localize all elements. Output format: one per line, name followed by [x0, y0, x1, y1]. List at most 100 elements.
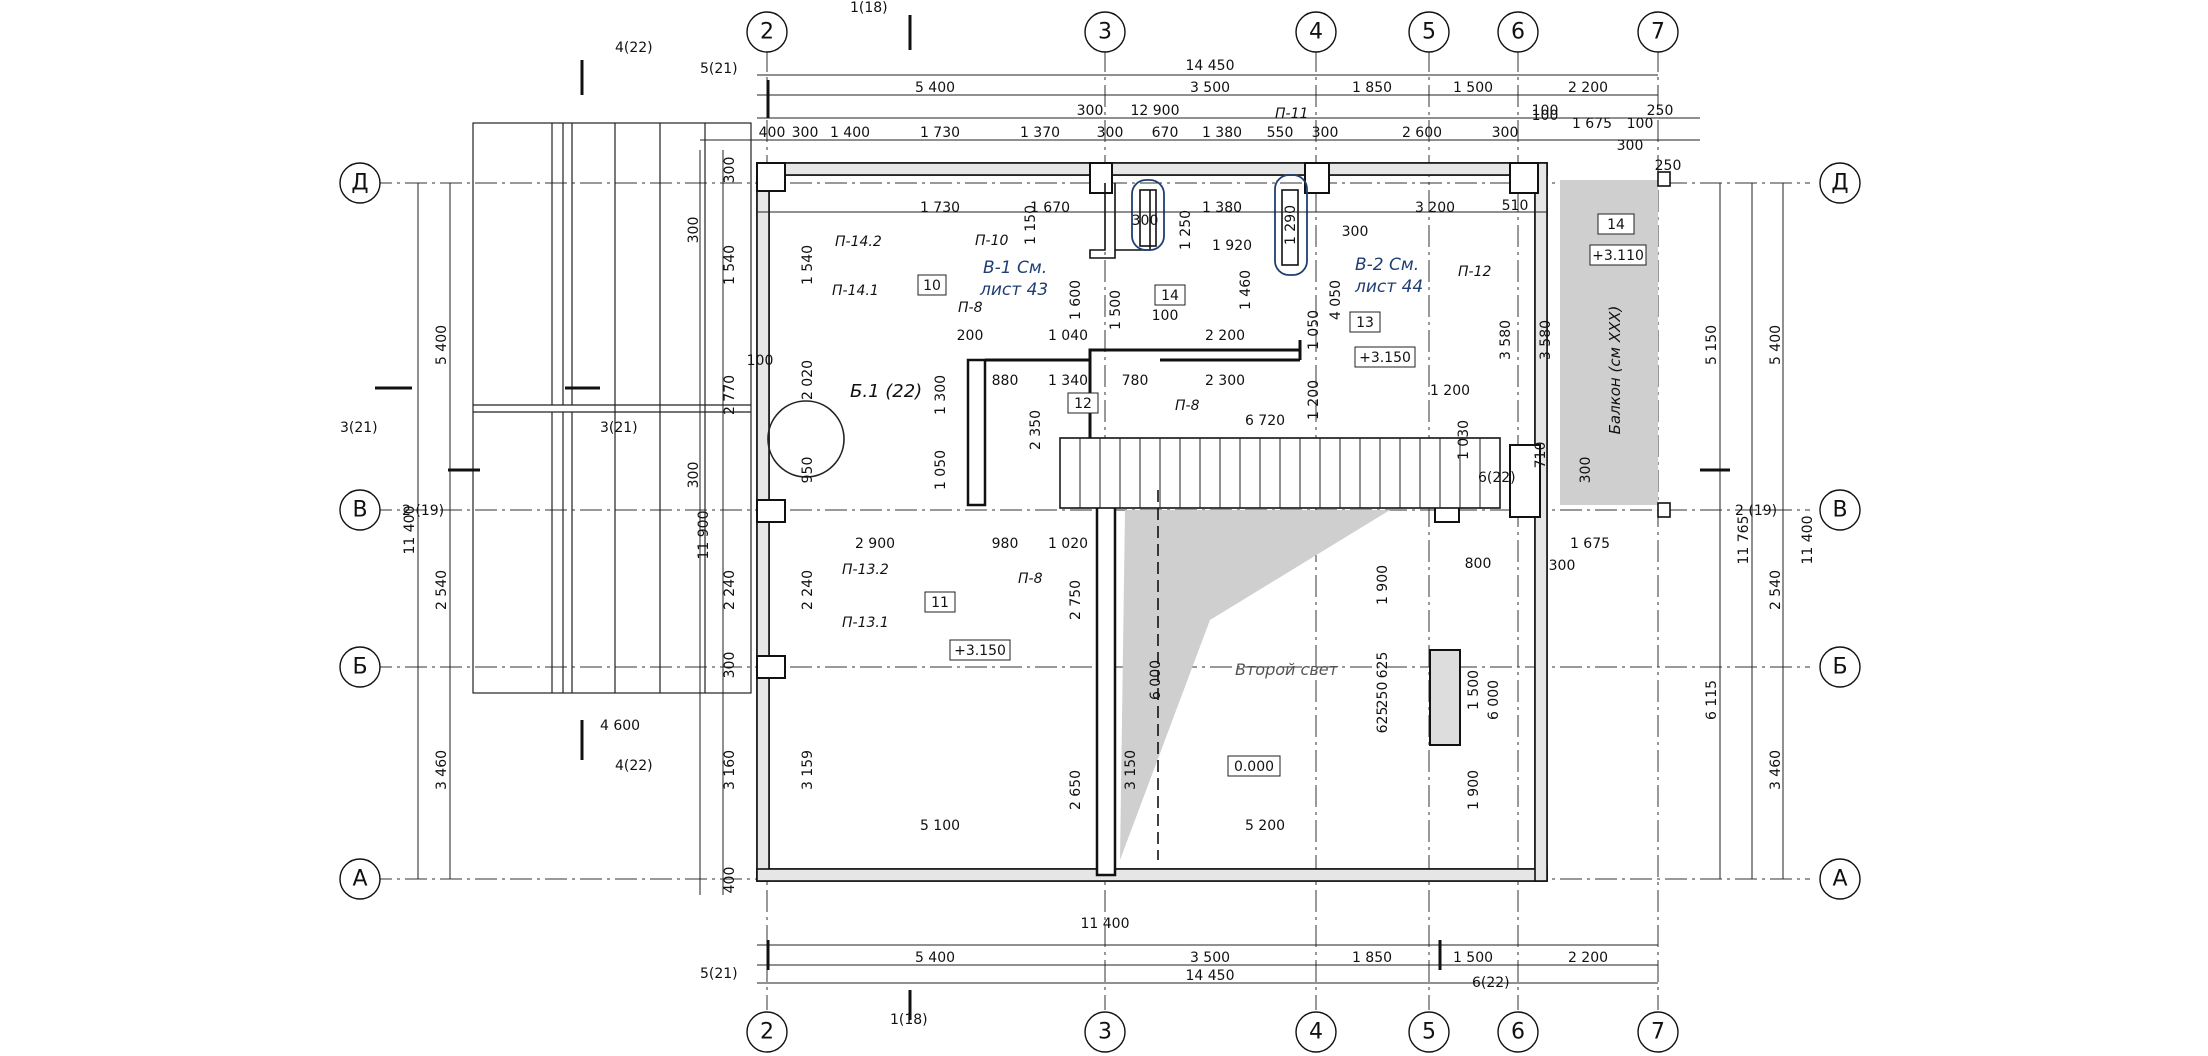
- dim-label: 1 150: [1023, 205, 1039, 245]
- axis-label: 7: [1651, 1020, 1665, 1045]
- axis-bubbles: [339, 11, 1861, 1053]
- axis-labels: 2 3 4 5 6 7 2 3 4 5 6 7 Д В Б А Д В Б А: [351, 20, 1848, 1045]
- dim-label: 5 400: [915, 80, 955, 96]
- dim-label: 300: [792, 125, 819, 141]
- dim-label: 300: [1097, 125, 1124, 141]
- dim-label: 250: [1647, 103, 1674, 119]
- dim-label: 2 540: [1768, 570, 1784, 610]
- zero-level-box: [1227, 755, 1281, 777]
- mark-label: П-8: [1018, 571, 1043, 587]
- dim-label: 300: [1132, 213, 1159, 229]
- axis-bubble: [1637, 1011, 1679, 1053]
- dim-label: 11 400: [402, 506, 418, 555]
- dim-label: 1 050: [1306, 310, 1322, 350]
- vent-title: В-2 См.: [1355, 255, 1419, 275]
- dim-label: 11 765: [1736, 516, 1752, 565]
- dim-label: 710: [1533, 442, 1549, 469]
- dim-label: 100: [747, 353, 774, 369]
- dim-label: 1 370: [1020, 125, 1060, 141]
- dim-label: 4 050: [1328, 280, 1344, 320]
- section-label: 1(18): [890, 1012, 928, 1028]
- mark-label: П-11: [1275, 106, 1308, 122]
- mark-label: П-8: [1175, 398, 1200, 414]
- axis-label: 6: [1511, 1020, 1525, 1045]
- section-label: 1(18): [850, 0, 888, 16]
- axis-label: 6: [1511, 20, 1525, 45]
- dim-label: 1 500: [1453, 950, 1493, 966]
- dim-label: 3 580: [1498, 320, 1514, 360]
- dim-label: 100: [1532, 108, 1559, 124]
- dim-label: 1 600: [1068, 280, 1084, 320]
- dim-label: 2 200: [1568, 950, 1608, 966]
- section-markers: [375, 15, 1730, 1020]
- axis-label: 2: [760, 1020, 774, 1045]
- axis-label: Б: [1832, 655, 1847, 680]
- dim-label: 1 500: [1466, 670, 1482, 710]
- axis-bubble: [339, 858, 381, 900]
- dim-label: 100: [1627, 116, 1654, 132]
- section-label: 4(22): [615, 758, 653, 774]
- dim-label: 1 380: [1202, 125, 1242, 141]
- dim-label: 980: [992, 536, 1019, 552]
- dim-label: 12 900: [1131, 103, 1180, 119]
- bottom-dims: 5 400 3 500 1 850 1 500 2 200 11 400 14 …: [915, 916, 1608, 984]
- room-level: +3.150: [1359, 350, 1411, 366]
- vent-labels: В-1 См. лист 43 В-2 См. лист 44: [979, 255, 1423, 300]
- mark-label: П-13.1: [842, 615, 889, 631]
- room-tags: 10 11 +3.150 12 13 +3.150 14 100 14 +3.1…: [917, 213, 1647, 661]
- element-marks: П-11 П-10 П-14.2 П-14.1 П-8 П-8 П-8 П-12…: [832, 106, 1491, 631]
- balcony-label: Балкон (см ХХХ): [1606, 306, 1624, 435]
- section-label: 3(21): [340, 420, 378, 436]
- axis-label: А: [1832, 867, 1847, 892]
- dim-label: 2 200: [1205, 328, 1245, 344]
- room-number: 14: [1607, 217, 1625, 233]
- room-number: 13: [1356, 315, 1374, 331]
- mark-label: П-8: [958, 300, 983, 316]
- dim-label: 300: [1578, 457, 1594, 484]
- stair-treads: [1059, 438, 1501, 508]
- section-labels: 4(22) 4(22) 4 600 3(21) 3(21) 5(21) 5(21…: [340, 0, 1777, 1028]
- dim-label: 6 000: [1486, 680, 1502, 720]
- dim-label: 3 500: [1190, 80, 1230, 96]
- dim-label: 11 900: [696, 511, 712, 560]
- dim-overall: 14 450: [1186, 968, 1235, 984]
- right-dims: 5 400 11 400 2 540 3 460 5 150 11 765 6 …: [1704, 325, 1816, 790]
- axis-label: Б: [352, 655, 367, 680]
- dim-label: 1 900: [1375, 565, 1391, 605]
- axis-bubble: [1295, 1011, 1337, 1053]
- axis-bubble: [1408, 1011, 1450, 1053]
- room-level: +3.150: [954, 643, 1006, 659]
- axis-bubble: [339, 162, 381, 204]
- dim-label: 1 670: [1030, 200, 1070, 216]
- dim-label: 300: [1077, 103, 1104, 119]
- dim-label: 550: [1267, 125, 1294, 141]
- dim-label: 6 720: [1245, 413, 1285, 429]
- axis-label: Д: [351, 171, 368, 196]
- section-label: 2 (19): [402, 503, 444, 519]
- dim-label: 5 200: [1245, 818, 1285, 834]
- dim-label: 300: [1549, 558, 1576, 574]
- dim-lines: [417, 74, 1784, 984]
- room-level: +3.110: [1592, 248, 1644, 264]
- section-label: 2 (19): [1735, 503, 1777, 519]
- dim-label: 2 770: [722, 375, 738, 415]
- axis-label: В: [1832, 498, 1847, 523]
- section-label: 6(22): [1478, 470, 1516, 486]
- dim-label: 1 300: [933, 375, 949, 415]
- axis-bubble: [339, 489, 381, 531]
- vent-shafts: [767, 174, 1308, 860]
- dim-label: 3 160: [722, 750, 738, 790]
- dim-label: 2 240: [800, 570, 816, 610]
- axis-label: 5: [1422, 1020, 1436, 1045]
- mark-label: П-13.2: [842, 562, 889, 578]
- dim-label: 880: [992, 373, 1019, 389]
- room-area: 100: [1152, 308, 1179, 324]
- room-number: 12: [1074, 396, 1092, 412]
- dim-label: 2 200: [1568, 80, 1608, 96]
- dim-label: 250: [1375, 682, 1391, 709]
- dim-label: 1 730: [920, 125, 960, 141]
- section-label: 5(21): [700, 966, 738, 982]
- mark-label: П-12: [1458, 264, 1491, 280]
- left-dims: 5 400 11 400 2 540 3 460 1 540 2 770 11 …: [402, 157, 773, 894]
- dim-label: 1 200: [1306, 380, 1322, 420]
